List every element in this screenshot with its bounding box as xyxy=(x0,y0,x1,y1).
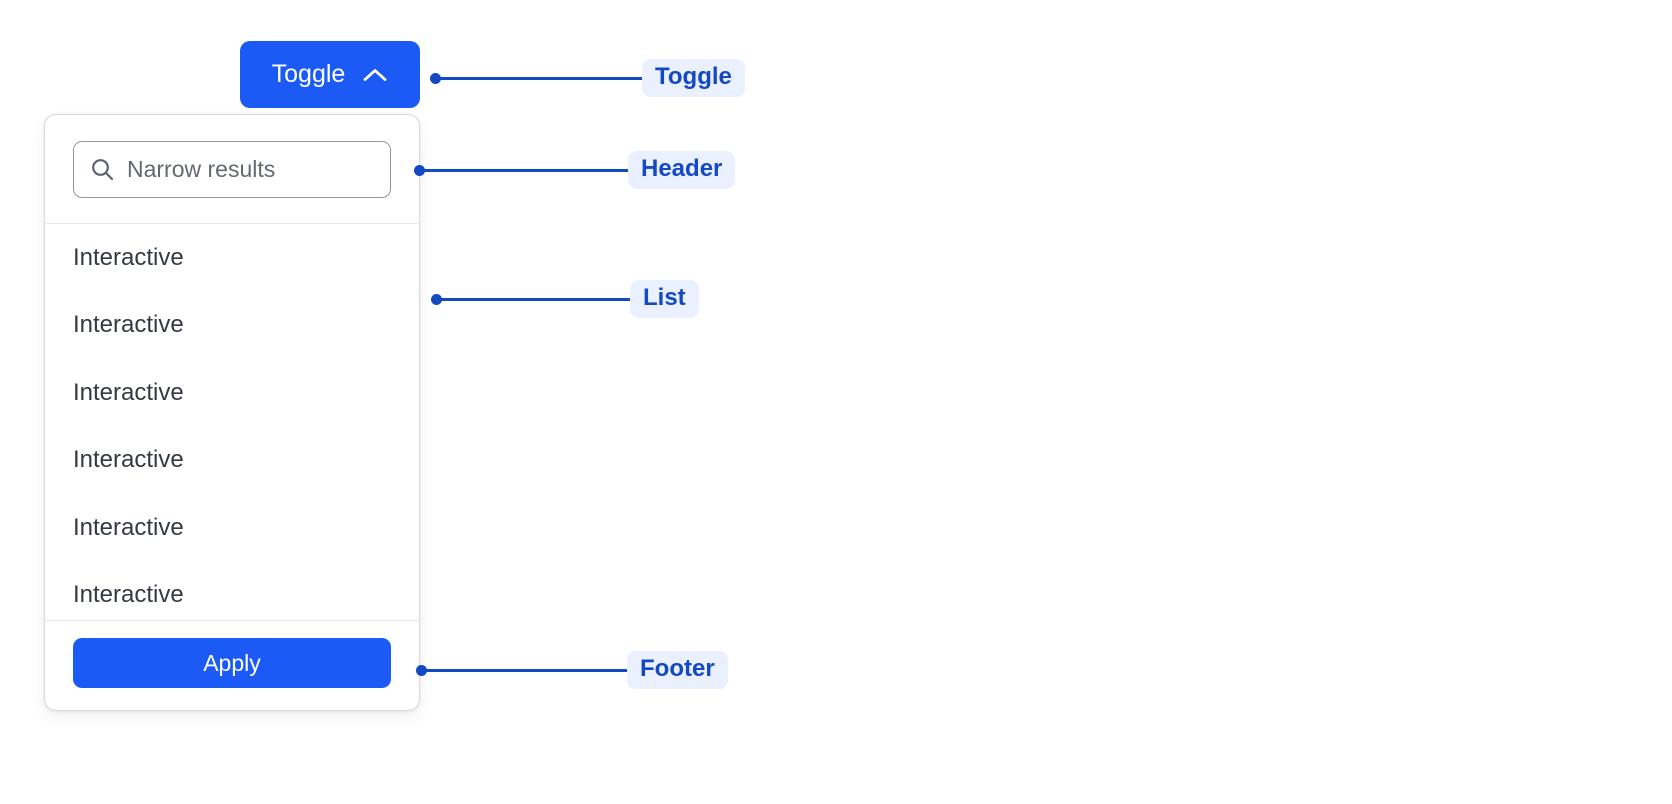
search-field[interactable] xyxy=(73,141,391,198)
annotation-dot-icon xyxy=(430,72,441,84)
chevron-up-icon xyxy=(362,67,388,83)
annotation-list: List xyxy=(431,280,699,318)
dropdown-header xyxy=(45,115,419,224)
toggle-button[interactable]: Toggle xyxy=(240,41,420,108)
annotation-leader-line xyxy=(426,668,629,672)
annotation-label: Toggle xyxy=(642,59,745,97)
list-item-label: Interactive xyxy=(73,243,184,271)
list-item[interactable]: Interactive xyxy=(45,224,419,292)
list-item[interactable]: Interactive xyxy=(45,359,419,427)
list-item[interactable]: Interactive xyxy=(45,494,419,562)
annotation-label: Header xyxy=(628,151,736,189)
apply-button-label: Apply xyxy=(203,649,261,676)
dropdown-footer: Apply xyxy=(45,620,419,710)
annotation-leader-line xyxy=(424,168,630,172)
list-item-label: Interactive xyxy=(73,446,184,474)
annotation-label: Footer xyxy=(627,651,728,689)
list-item[interactable]: Interactive xyxy=(45,562,419,621)
search-input[interactable] xyxy=(127,156,374,183)
list-item-label: Interactive xyxy=(73,378,184,406)
annotation-toggle: Toggle xyxy=(430,59,745,97)
list-item-label: Interactive xyxy=(73,311,184,339)
search-icon xyxy=(90,157,115,182)
toggle-button-label: Toggle xyxy=(271,60,346,88)
list-item-label: Interactive xyxy=(73,513,184,541)
dropdown-panel: Interactive Interactive Interactive Inte… xyxy=(44,114,420,711)
dropdown-list: Interactive Interactive Interactive Inte… xyxy=(45,224,419,620)
annotation-dot-icon xyxy=(416,664,427,676)
annotation-dot-icon xyxy=(431,293,442,305)
annotation-leader-line xyxy=(441,297,632,301)
list-item-label: Interactive xyxy=(73,581,184,609)
annotation-dot-icon xyxy=(414,164,425,176)
annotation-leader-line xyxy=(440,76,644,80)
list-item[interactable]: Interactive xyxy=(45,292,419,360)
annotation-label: List xyxy=(630,280,699,318)
apply-button[interactable]: Apply xyxy=(73,638,391,688)
list-item[interactable]: Interactive xyxy=(45,427,419,495)
annotation-footer: Footer xyxy=(416,651,728,689)
annotation-header: Header xyxy=(414,151,736,189)
